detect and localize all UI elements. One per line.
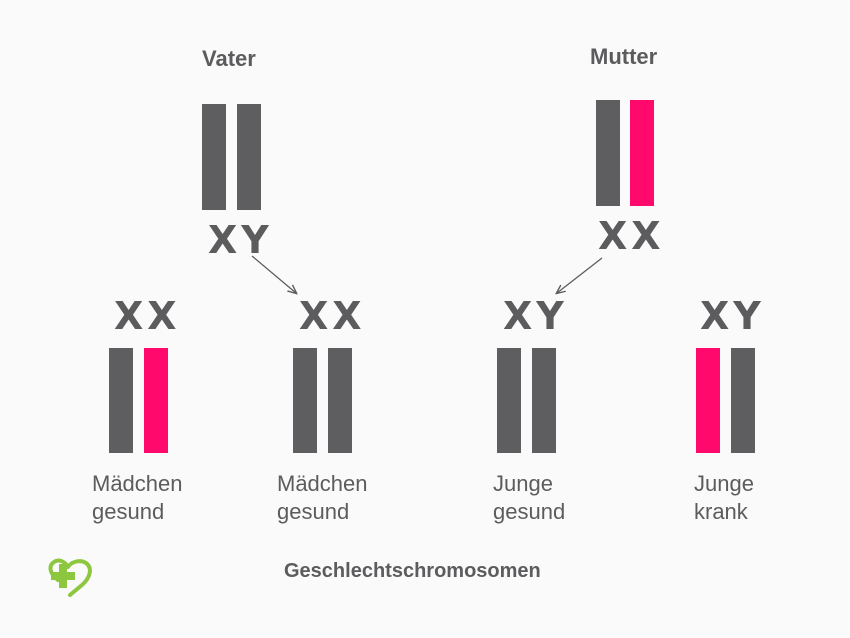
child-1-health: gesund — [92, 499, 165, 524]
mother-label: Mutter — [590, 44, 658, 69]
child-2-outcome: Mädchen gesund — [277, 470, 368, 526]
child-1-chromosome-1 — [109, 348, 133, 453]
child-3-health: gesund — [493, 499, 566, 524]
child-1-chromosome-2 — [144, 348, 168, 453]
child-2-sex: Mädchen — [277, 471, 368, 496]
mother-genotype: XX — [598, 214, 665, 258]
father-chromosome-2 — [237, 104, 261, 210]
child-4-chromosome-2 — [731, 348, 755, 453]
child-3-chromosome-2 — [532, 348, 556, 453]
child-4-chromosome-1 — [696, 348, 720, 453]
child-2-chromosome-1 — [293, 348, 317, 453]
child-4-sex: Junge — [694, 471, 754, 496]
child-4-genotype: XY — [700, 294, 765, 338]
father-to-child-arrow — [251, 255, 296, 293]
child-2-genotype: XX — [299, 294, 366, 338]
child-1-genotype: XX — [114, 294, 181, 338]
child-3-genotype: XY — [503, 294, 568, 338]
child-4-outcome: Junge krank — [694, 470, 754, 526]
diagram-caption: Geschlechtschromosomen — [284, 560, 541, 582]
father-genotype: XY — [208, 218, 273, 262]
mother-chromosome-2 — [630, 100, 654, 206]
child-2-health: gesund — [277, 499, 350, 524]
father-chromosome-1 — [202, 104, 226, 210]
mother-chromosome-1 — [596, 100, 620, 206]
mother-to-child-arrow — [557, 257, 603, 293]
child-2-chromosome-2 — [328, 348, 352, 453]
child-1-sex: Mädchen — [92, 471, 183, 496]
father-label: Vater — [202, 46, 256, 71]
child-3-chromosome-1 — [497, 348, 521, 453]
child-3-outcome: Junge gesund — [493, 470, 565, 526]
child-3-sex: Junge — [493, 471, 553, 496]
child-4-health: krank — [694, 499, 748, 524]
child-1-outcome: Mädchen gesund — [92, 470, 183, 526]
